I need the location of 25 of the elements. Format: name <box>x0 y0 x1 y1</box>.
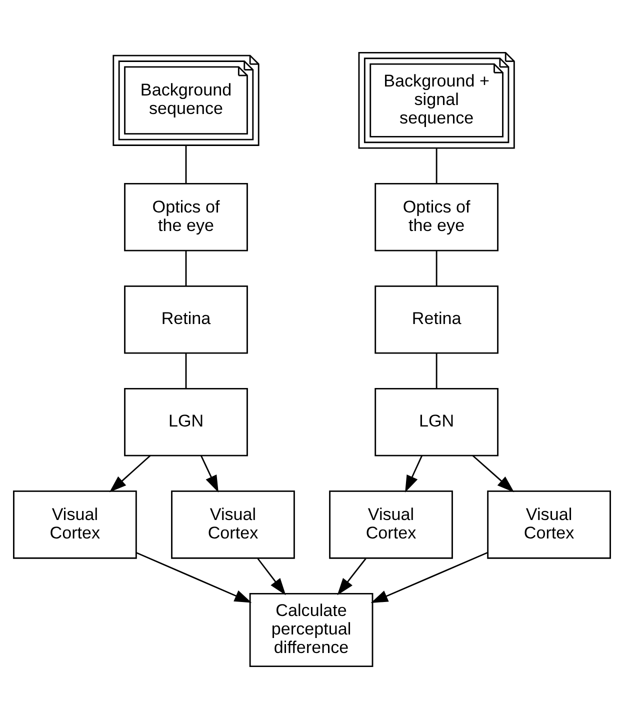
node-box: Optics of the eye <box>374 182 498 252</box>
arrow <box>200 455 218 492</box>
arrow <box>472 455 514 492</box>
node-box: Calculate perceptual difference <box>249 592 374 668</box>
node-box: LGN <box>374 388 498 456</box>
node-box: Visual Cortex <box>487 490 611 559</box>
node-box: LGN <box>124 388 248 456</box>
arrow <box>109 455 151 492</box>
node-box: Retina <box>374 285 498 354</box>
connector <box>185 353 187 388</box>
arrow <box>257 558 286 596</box>
connector <box>185 250 187 286</box>
arrow <box>405 455 423 492</box>
connector <box>185 146 187 184</box>
arrow <box>136 552 252 603</box>
connector <box>436 353 438 388</box>
node-box: Visual Cortex <box>171 490 295 559</box>
node-box: Retina <box>124 285 248 354</box>
node-box: Visual Cortex <box>13 490 137 559</box>
node-box: Optics of the eye <box>124 182 248 252</box>
connector <box>436 250 438 286</box>
connector <box>436 148 438 184</box>
arrow <box>337 558 366 596</box>
arrow <box>370 552 488 603</box>
node-box: Visual Cortex <box>329 490 453 559</box>
